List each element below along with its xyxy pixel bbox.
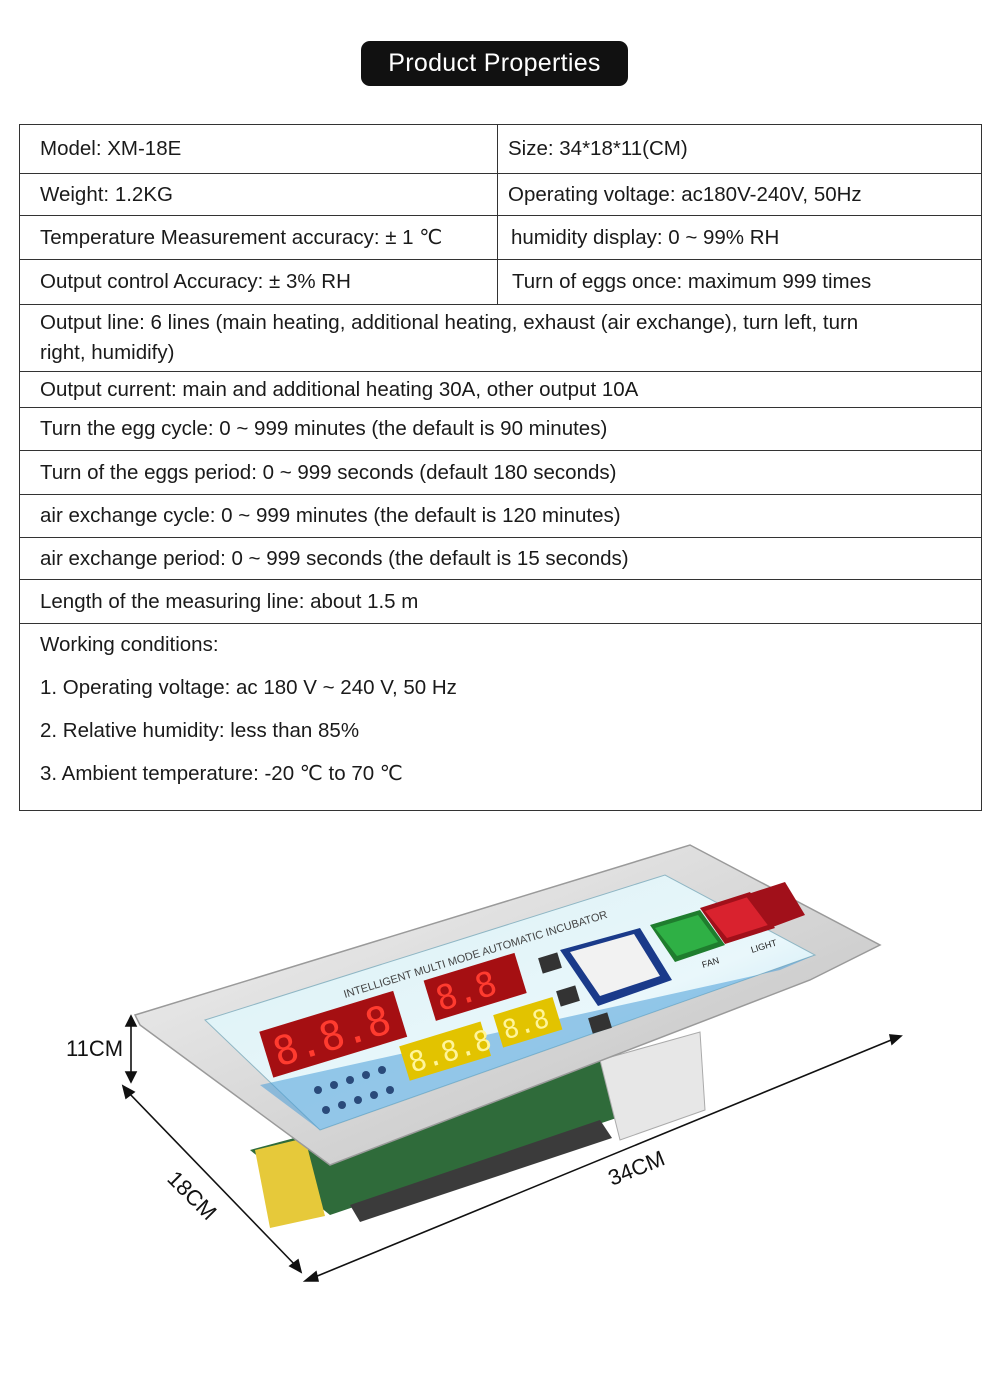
- spec-egg-cycle: Turn the egg cycle: 0 ~ 999 minutes (the…: [19, 407, 982, 451]
- table-row: air exchange cycle: 0 ~ 999 minutes (the…: [19, 494, 982, 538]
- spec-temp-accuracy: Temperature Measurement accuracy: ± 1 ℃: [19, 215, 498, 260]
- working-conditions-cell: Working conditions: 1. Operating voltage…: [19, 623, 982, 811]
- working-condition-item: 3. Ambient temperature: -20 ℃ to 70 ℃: [40, 762, 403, 785]
- spec-turn-eggs-once: Turn of eggs once: maximum 999 times: [497, 259, 982, 305]
- temperature-display: [259, 990, 408, 1078]
- spec-humidity-display: humidity display: 0 ~ 99% RH: [497, 215, 982, 260]
- table-row: Length of the measuring line: about 1.5 …: [19, 579, 982, 624]
- indicator-leds: [314, 1066, 394, 1114]
- dimension-height-label: 11CM: [66, 1036, 123, 1061]
- spec-output-accuracy: Output control Accuracy: ± 3% RH: [19, 259, 498, 305]
- timer-display: [423, 952, 527, 1021]
- spec-voltage: Operating voltage: ac180V-240V, 50Hz: [497, 173, 982, 216]
- spec-egg-period: Turn of the eggs period: 0 ~ 999 seconds…: [19, 450, 982, 495]
- table-row: Weight: 1.2KG Operating voltage: ac180V-…: [19, 173, 982, 216]
- spec-air-period: air exchange period: 0 ~ 999 seconds (th…: [19, 537, 982, 580]
- spec-air-cycle: air exchange cycle: 0 ~ 999 minutes (the…: [19, 494, 982, 538]
- dimension-lines: [121, 1014, 903, 1282]
- table-row: Working conditions: 1. Operating voltage…: [19, 623, 982, 811]
- table-row: Output line: 6 lines (main heating, addi…: [19, 304, 982, 372]
- product-photo: 11CM 18CM 34CM INTELLIGENT MULTI MODE AU…: [66, 844, 903, 1282]
- spec-weight: Weight: 1.2KG: [19, 173, 498, 216]
- panel-buttons: [538, 952, 612, 1034]
- spec-measuring-line: Length of the measuring line: about 1.5 …: [19, 579, 982, 624]
- fan-switch: [650, 910, 725, 962]
- terminal-block: [350, 1120, 612, 1222]
- working-condition-item: 2. Relative humidity: less than 85%: [40, 719, 360, 742]
- table-row: Output current: main and additional heat…: [19, 371, 982, 408]
- fan-switch-label: FAN: [701, 955, 721, 970]
- table-row: Turn the egg cycle: 0 ~ 999 minutes (the…: [19, 407, 982, 451]
- dimension-depth-label: 18CM: [162, 1166, 221, 1225]
- working-conditions-title: Working conditions:: [40, 633, 219, 656]
- table-row: Temperature Measurement accuracy: ± 1 ℃ …: [19, 215, 982, 260]
- working-condition-item: 1. Operating voltage: ac 180 V ~ 240 V, …: [40, 676, 457, 699]
- circuit-board: [250, 1050, 640, 1215]
- secondary-display: [493, 996, 563, 1048]
- relay-module: [599, 1031, 706, 1141]
- transformer-block: [255, 1138, 325, 1228]
- spec-table: Model: XM-18E Size: 34*18*11(CM) Weight:…: [19, 124, 982, 811]
- table-row: Output control Accuracy: ± 3% RH Turn of…: [19, 259, 982, 305]
- spec-output-line: Output line: 6 lines (main heating, addi…: [19, 304, 982, 372]
- spec-model: Model: XM-18E: [19, 124, 498, 174]
- dimension-length-label: 34CM: [605, 1145, 669, 1190]
- spec-size: Size: 34*18*11(CM): [497, 124, 982, 174]
- power-switch: [745, 882, 805, 928]
- table-row: air exchange period: 0 ~ 999 seconds (th…: [19, 537, 982, 580]
- page-title: Product Properties: [361, 41, 628, 86]
- table-row: Model: XM-18E Size: 34*18*11(CM): [19, 124, 982, 174]
- table-row: Turn of the eggs period: 0 ~ 999 seconds…: [19, 450, 982, 495]
- humidity-display: [399, 1021, 492, 1081]
- spec-output-current: Output current: main and additional heat…: [19, 371, 982, 408]
